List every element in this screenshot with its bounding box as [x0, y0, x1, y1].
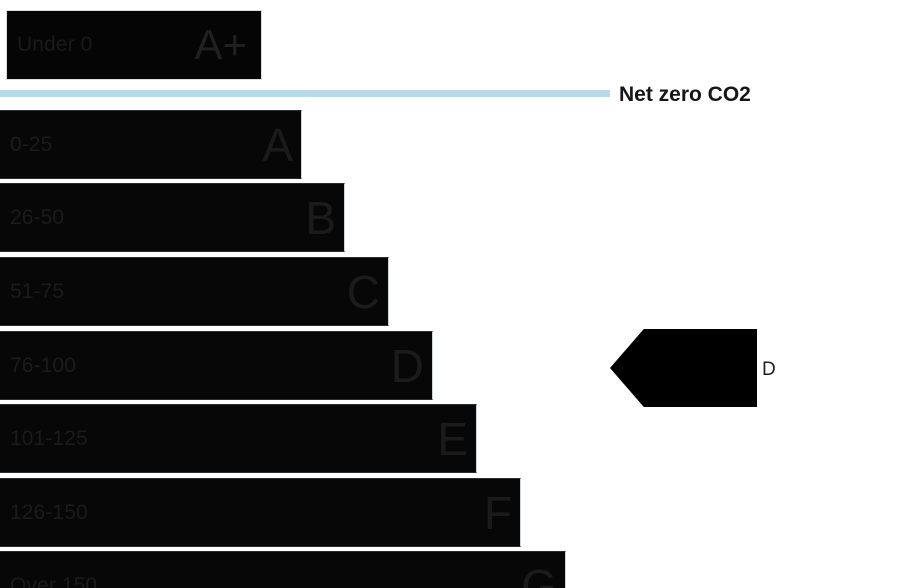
rating-band-range-label: 26-50: [10, 205, 65, 229]
current-rating-marker-label: D: [762, 359, 776, 380]
rating-band-g[interactable]: Over 150 G: [0, 551, 566, 588]
rating-band-range-label: Under 0: [17, 33, 93, 56]
rating-band-range-label: 0-25: [10, 132, 53, 156]
rating-band-grade-label: G: [521, 559, 557, 588]
rating-band-e[interactable]: 101-125 E: [0, 404, 477, 473]
rating-band-grade-label: E: [437, 412, 468, 465]
net-zero-co2-line: [0, 90, 610, 97]
rating-band-d[interactable]: 76-100 D: [0, 331, 433, 400]
rating-band-a[interactable]: 0-25 A: [0, 110, 302, 179]
rating-band-grade-label: A+: [194, 21, 247, 68]
rating-band-grade-label: D: [390, 339, 424, 392]
rating-band-a-plus[interactable]: Under 0 A+: [6, 10, 262, 80]
rating-band-b[interactable]: 26-50 B: [0, 183, 345, 252]
rating-band-range-label: Over 150: [10, 573, 98, 588]
rating-band-range-label: 101-125: [10, 426, 88, 450]
current-rating-marker[interactable]: [610, 329, 757, 407]
rating-band-grade-label: F: [483, 486, 512, 539]
rating-band-range-label: 76-100: [10, 353, 76, 377]
rating-band-grade-label: B: [305, 191, 336, 244]
rating-band-range-label: 51-75: [10, 279, 65, 303]
rating-band-f[interactable]: 126-150 F: [0, 478, 521, 547]
rating-band-range-label: 126-150: [10, 500, 88, 524]
net-zero-co2-label: Net zero CO2: [619, 83, 751, 106]
rating-band-grade-label: C: [346, 265, 380, 318]
rating-band-c[interactable]: 51-75 C: [0, 257, 389, 326]
rating-band-grade-label: A: [262, 118, 293, 171]
